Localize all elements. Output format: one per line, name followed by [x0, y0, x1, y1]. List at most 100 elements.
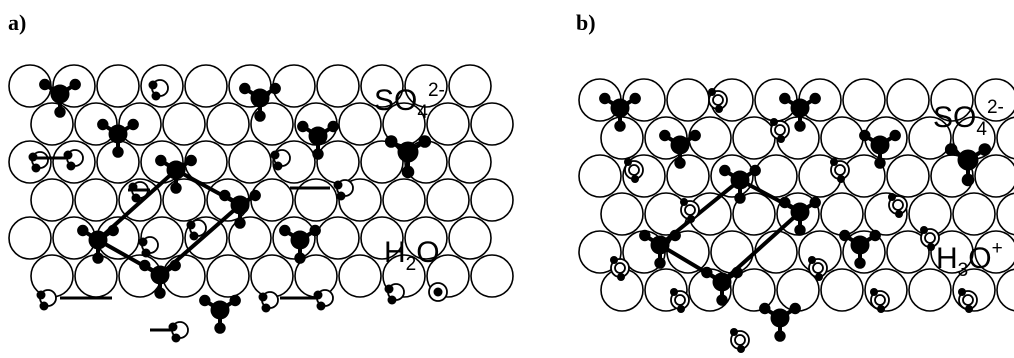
sulfate-molecule: [97, 118, 139, 158]
substrate-atom: [140, 64, 184, 108]
substrate-atom: [74, 178, 118, 222]
sulfate-molecule: [219, 189, 261, 229]
substrate-atom: [8, 140, 52, 184]
substrate-atom: [930, 78, 974, 122]
substrate-atom: [30, 102, 74, 146]
sulfate-molecule: [759, 302, 801, 342]
sulfate-molecule: [279, 224, 321, 264]
panel-a-label: a): [8, 10, 27, 35]
hydronium-molecule: [920, 226, 940, 251]
water-molecule: [36, 289, 57, 311]
hydronium-molecule: [708, 88, 728, 113]
substrate-atom: [820, 192, 864, 236]
substrate-atom: [272, 216, 316, 260]
substrate-atom: [974, 230, 1014, 274]
substrate-atom: [666, 78, 710, 122]
substrate-atom: [842, 78, 886, 122]
hydronium-molecule: [670, 288, 690, 313]
substrate-atom: [952, 192, 996, 236]
hydronium-molecule: [888, 193, 908, 218]
sulfate-molecule: [779, 92, 821, 132]
substrate-atom: [250, 102, 294, 146]
substrate-atom: [316, 216, 360, 260]
substrate-atom: [710, 230, 754, 274]
substrate-atom: [360, 64, 404, 108]
substrate-atom: [710, 154, 754, 198]
water-molecule: [168, 321, 189, 343]
hydronium-molecule: [624, 158, 644, 183]
substrate-atom: [52, 216, 96, 260]
sulfate-molecule: [199, 294, 241, 334]
sulfate-molecule: [659, 129, 701, 169]
substrate-atom: [206, 254, 250, 298]
substrate-atom: [666, 154, 710, 198]
substrate-atom: [930, 230, 974, 274]
substrate-atom: [426, 178, 470, 222]
substrate-atom: [732, 192, 776, 236]
substrate-atom: [622, 154, 666, 198]
sulfate-molecule: [944, 143, 992, 187]
substrate-atom: [886, 78, 930, 122]
water-molecule: [384, 283, 405, 305]
substrate-atom: [360, 140, 404, 184]
legend-a-water-label: H2O: [384, 236, 440, 275]
substrate-atom: [448, 64, 492, 108]
substrate-atom: [732, 116, 776, 160]
sulfate-molecule: [719, 164, 761, 204]
water-molecule: [138, 236, 159, 258]
substrate-atom: [8, 216, 52, 260]
water-molecule: [258, 291, 279, 313]
sulfate-molecule: [779, 196, 821, 236]
substrate-atom: [338, 102, 382, 146]
water-molecule: [148, 79, 169, 101]
substrate-atom: [184, 64, 228, 108]
legend-b: SO42- H3O+: [933, 97, 1004, 313]
hydronium-icon: [958, 288, 978, 313]
substrate-atom: [448, 140, 492, 184]
substrate-atom: [74, 102, 118, 146]
substrate-atom: [754, 230, 798, 274]
hydronium-molecule: [958, 288, 978, 313]
substrate-atom: [228, 140, 272, 184]
sulfate-molecule: [701, 266, 743, 306]
sulfate-molecule: [77, 224, 119, 264]
hydronium-molecule: [770, 118, 790, 143]
substrate-atom: [404, 64, 448, 108]
hydronium-molecule: [730, 328, 750, 353]
substrate-atom: [886, 230, 930, 274]
substrate-atom: [996, 192, 1014, 236]
substrate-atom: [404, 216, 448, 260]
substrate-atom: [864, 192, 908, 236]
substrate-atom: [8, 64, 52, 108]
substrate-atom: [250, 254, 294, 298]
substrate-atom: [908, 268, 952, 312]
substrate-atom: [600, 192, 644, 236]
substrate-atom: [448, 216, 492, 260]
sulfate-molecule: [639, 229, 681, 269]
substrate-atom: [578, 230, 622, 274]
substrate-atom: [338, 254, 382, 298]
legend-b-hydronium-label: H3O+: [936, 238, 1003, 281]
substrate-atom: [974, 78, 1014, 122]
sulfate-molecule: [155, 154, 197, 194]
substrate-atom: [162, 178, 206, 222]
water-molecule: [28, 151, 49, 173]
substrate-atom: [30, 178, 74, 222]
substrate-atom: [426, 102, 470, 146]
panel-b-label: b): [576, 10, 596, 35]
panel-a-lattice: [8, 64, 514, 343]
substrate-atom: [294, 178, 338, 222]
legend-b-sulfate-label: SO42-: [933, 97, 1004, 140]
substrate-atom: [382, 178, 426, 222]
substrate-atom: [644, 116, 688, 160]
substrate-atom: [118, 178, 162, 222]
sulfate-molecule: [839, 229, 881, 269]
hydronium-molecule: [870, 288, 890, 313]
substrate-atom: [272, 140, 316, 184]
sulfate-icon: [384, 135, 432, 179]
substrate-atom: [52, 64, 96, 108]
substrate-atom: [206, 102, 250, 146]
substrate-atom: [864, 268, 908, 312]
substrate-atom: [316, 64, 360, 108]
